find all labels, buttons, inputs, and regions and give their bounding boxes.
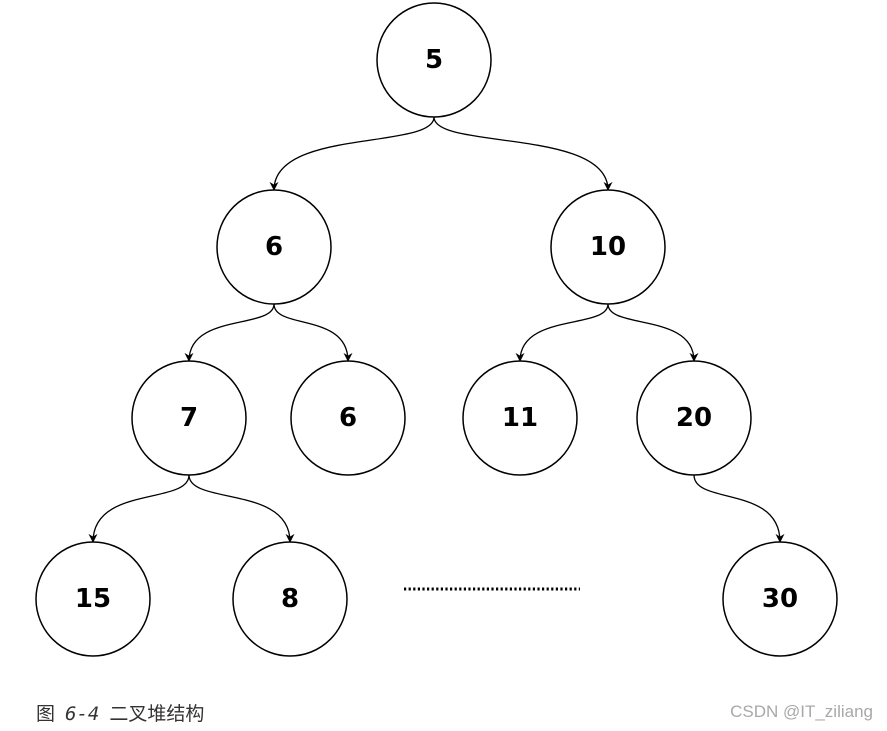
tree-node: 11 [462, 360, 578, 476]
edge-n-ll-to-n-lll [88, 474, 190, 543]
node-label: 20 [676, 403, 712, 433]
tree-node: 8 [232, 541, 348, 657]
edge-n-r-to-n-rl [515, 303, 609, 362]
caption-number: 6-4 [65, 703, 100, 725]
node-label: 6 [265, 232, 283, 262]
csdn-watermark: CSDN @IT_ziliang [730, 702, 873, 721]
node-label: 6 [339, 403, 357, 433]
node-label: 7 [180, 403, 198, 433]
node-circle [550, 189, 666, 305]
node-circle [636, 360, 752, 476]
tree-node: 20 [636, 360, 752, 476]
edge-n-root-to-n-l [269, 116, 435, 191]
tree-node: 5 [376, 2, 492, 118]
tree-node: 7 [131, 360, 247, 476]
node-circle [462, 360, 578, 476]
nodes: 5 6 10 7 6 11 20 15 8 30 [35, 2, 838, 657]
node-label: 11 [502, 403, 538, 433]
tree-node: 6 [216, 189, 332, 305]
figure-caption: 图 6-4 二叉堆结构 [36, 699, 204, 726]
node-circle [131, 360, 247, 476]
node-label: 30 [762, 584, 798, 614]
binary-heap-diagram: 5 6 10 7 6 11 20 15 8 30 [35, 2, 838, 657]
edge-n-l-to-n-ll [184, 303, 275, 362]
edge-n-ll-to-n-llr [188, 474, 295, 543]
node-circle [216, 189, 332, 305]
node-circle [290, 360, 406, 476]
tree-node: 10 [550, 189, 666, 305]
node-circle [232, 541, 348, 657]
edge-n-rr-to-n-rrr [693, 474, 785, 543]
edge-n-r-to-n-rr [607, 303, 699, 362]
edge-n-root-to-n-r [433, 116, 613, 191]
edge-n-l-to-n-lr [273, 303, 353, 362]
caption-prefix: 图 [36, 703, 56, 725]
tree-node: 30 [722, 541, 838, 657]
edges [88, 116, 785, 543]
node-circle [722, 541, 838, 657]
node-circle [35, 541, 151, 657]
tree-node: 6 [290, 360, 406, 476]
tree-node: 15 [35, 541, 151, 657]
node-circle [376, 2, 492, 118]
node-label: 10 [590, 232, 626, 262]
node-label: 8 [281, 584, 299, 614]
caption-title: 二叉堆结构 [109, 703, 205, 725]
node-label: 5 [425, 45, 443, 75]
node-label: 15 [75, 584, 111, 614]
